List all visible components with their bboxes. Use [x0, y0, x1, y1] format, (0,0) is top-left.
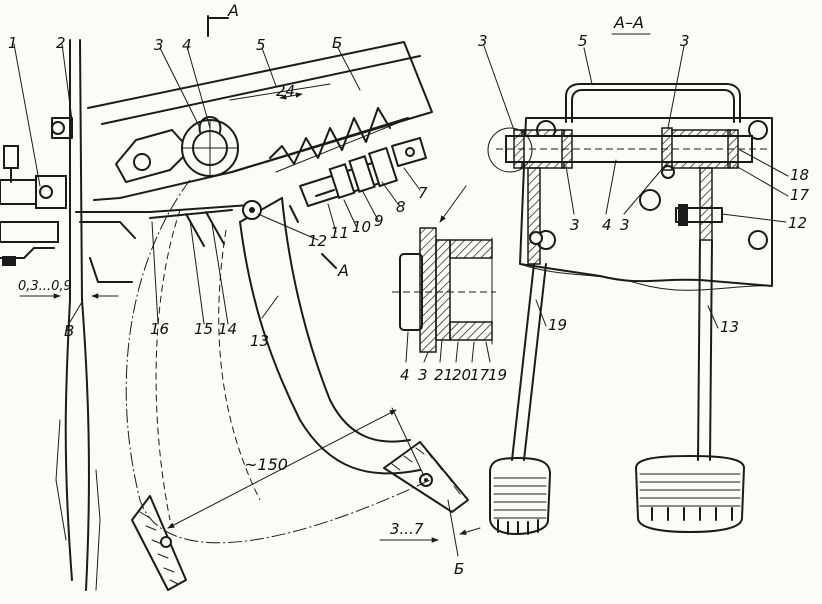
dim-stroke-right — [459, 527, 481, 535]
detail-label-17: 17 — [470, 366, 490, 384]
pad-brake — [489, 457, 551, 535]
section-label-12: 12 — [788, 214, 807, 232]
section-title: A–A — [613, 13, 644, 32]
label-11: 11 — [330, 224, 349, 242]
section-label-3c: 3 — [570, 216, 580, 234]
section-mark-bottom — [321, 253, 337, 269]
lever-13 — [699, 167, 713, 241]
section-label-13: 13 — [720, 318, 739, 336]
pedal-pad-lower — [131, 495, 187, 591]
detail-label-3: 3 — [418, 366, 428, 384]
section-label-5: 5 — [578, 32, 588, 50]
firewall-lower — [64, 299, 90, 591]
washer-21 — [435, 239, 451, 341]
dim-24 — [279, 92, 303, 100]
flange-3 — [419, 227, 437, 353]
leader-lines — [13, 43, 421, 325]
label-10: 10 — [352, 218, 371, 236]
sleeve-top — [449, 239, 493, 259]
bushing-right — [661, 127, 673, 171]
pedal-pad-upper — [383, 441, 469, 513]
label-gap-b: Б — [454, 560, 464, 578]
detail-arrow — [439, 185, 467, 223]
dim-travel — [167, 409, 397, 529]
stop-plate — [149, 209, 233, 219]
bushing-left — [513, 129, 525, 169]
pedal-sweep-line — [125, 179, 431, 544]
return-spring — [269, 107, 391, 165]
lever-19 — [527, 167, 541, 265]
gap-v-leader — [69, 301, 83, 323]
label-8: 8 — [396, 198, 406, 216]
ear-hole — [133, 153, 151, 171]
label-3: 3 — [154, 36, 164, 54]
section-label-3b: 3 — [680, 32, 690, 50]
pedal-rod-19 — [511, 263, 547, 461]
dim-travel-text: ~150 — [244, 455, 288, 474]
detail-callout-circle — [487, 127, 533, 173]
section-mark-a-top: A — [227, 1, 239, 20]
label-13: 13 — [250, 332, 269, 350]
adjuster-stack — [289, 137, 427, 223]
pin-12 — [675, 207, 723, 223]
dim-free-play-text: 0,3...0,9 — [18, 279, 72, 294]
firewall-contour — [55, 419, 101, 591]
label-2: 2 — [56, 34, 66, 52]
pivot-shaft — [181, 116, 239, 177]
dim-travel-ext — [391, 407, 425, 477]
section-mark-top — [207, 15, 229, 37]
label-gap-v: В — [64, 322, 74, 340]
detail-label-21: 21 — [434, 366, 453, 384]
left-view — [0, 15, 481, 591]
section-label-19: 19 — [548, 316, 567, 334]
section-label-18: 18 — [790, 166, 809, 184]
label-5: 5 — [256, 36, 266, 54]
label-12: 12 — [308, 232, 327, 250]
pad-clutch — [635, 455, 745, 533]
label-6: Б — [332, 34, 342, 52]
label-14: 14 — [218, 320, 237, 338]
detail-bushing: 4 3 21 20 17 19 — [392, 185, 507, 384]
pedal-rod-13 — [697, 239, 713, 461]
label-4: 4 — [182, 36, 192, 54]
label-15: 15 — [194, 320, 213, 338]
detail-label-4: 4 — [400, 366, 410, 384]
pushrod-lower — [79, 221, 136, 239]
cover-5 — [565, 83, 741, 123]
section-label-3a: 3 — [478, 32, 488, 50]
pedal-phantom — [155, 209, 181, 521]
sleeve-bottom — [449, 321, 493, 341]
label-1: 1 — [8, 34, 18, 52]
detail-label-19: 19 — [488, 366, 507, 384]
dim-24-text: 24 — [276, 82, 295, 100]
dim-stroke-ext — [447, 499, 459, 557]
detail-leaders — [405, 331, 491, 363]
pedal-bracket — [87, 41, 433, 201]
firewall-plate — [69, 39, 83, 301]
label-7: 7 — [418, 184, 428, 202]
pushrod — [75, 204, 251, 213]
stop-ribs — [185, 211, 225, 247]
dim-stroke-text: 3...7 — [390, 520, 424, 538]
left-view-labels: 1 2 3 4 5 Б 7 8 9 10 11 12 13 14 15 16 В… — [8, 1, 464, 578]
section-mark-a-bottom: A — [337, 261, 349, 280]
section-leaders — [483, 45, 789, 329]
section-view: A–A — [478, 13, 810, 535]
section-label-4: 4 — [602, 216, 612, 234]
stop-bracket — [89, 257, 133, 283]
master-cylinder — [0, 117, 73, 266]
label-9: 9 — [374, 212, 384, 230]
section-label-3d: 3 — [620, 216, 630, 234]
label-16: 16 — [150, 320, 169, 338]
bracket-ear — [115, 129, 191, 183]
section-label-17: 17 — [790, 186, 810, 204]
detail-label-20: 20 — [452, 366, 471, 384]
